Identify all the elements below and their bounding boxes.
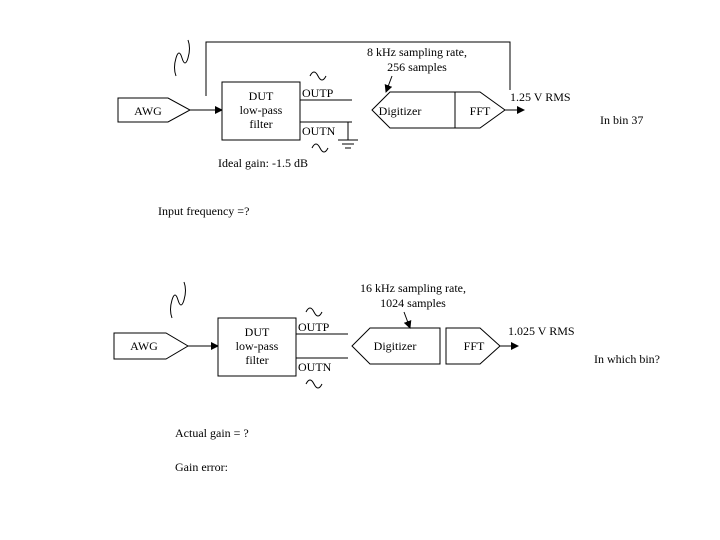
top-input-frequency: Input frequency =? xyxy=(158,204,249,218)
top-outn-label: OUTN xyxy=(302,124,336,138)
top-dut-line3: filter xyxy=(249,117,272,131)
top-awg-label: AWG xyxy=(134,104,162,118)
bottom-outn-label: OUTN xyxy=(298,360,332,374)
bottom-gain-error: Gain error: xyxy=(175,460,228,474)
bottom-fft-label: FFT xyxy=(464,339,485,353)
top-outn-sine-wave-icon xyxy=(311,143,329,153)
top-awg-block xyxy=(117,97,192,123)
top-fft-label: FFT xyxy=(470,104,491,118)
bottom-sampling-arrow-icon xyxy=(403,311,412,329)
bottom-awg-label: AWG xyxy=(130,339,158,353)
bottom-dut-line2: low-pass xyxy=(236,339,279,353)
top-rms-label: 1.25 V RMS xyxy=(510,90,571,104)
top-dut-line1: DUT xyxy=(249,89,274,103)
bottom-outp-sine-wave-icon xyxy=(305,307,323,317)
top-ideal-gain: Ideal gain: -1.5 dB xyxy=(218,156,308,170)
top-feedback-wire xyxy=(205,41,511,96)
bottom-dut-line1: DUT xyxy=(245,325,270,339)
top-diagram: AWG DUT low-pass filter OUTP OUTN Digiti… xyxy=(117,39,643,218)
bottom-diagram: AWG DUT low-pass filter OUTP OUTN Digiti… xyxy=(113,281,660,474)
bottom-source-sine-wave-icon xyxy=(170,281,186,319)
bottom-sampling-line1: 16 kHz sampling rate, xyxy=(360,281,466,295)
top-outp-label: OUTP xyxy=(302,86,334,100)
bottom-outn-sine-wave-icon xyxy=(305,379,323,389)
top-digitizer-label: Digitizer xyxy=(379,104,422,118)
bottom-sampling-line2: 1024 samples xyxy=(380,296,446,310)
bottom-fft-block xyxy=(445,327,501,365)
top-sampling-line1: 8 kHz sampling rate, xyxy=(367,45,467,59)
top-outp-sine-wave-icon xyxy=(309,71,327,81)
bottom-awg-block xyxy=(113,332,189,360)
bottom-bin-label: In which bin? xyxy=(594,352,660,366)
bottom-digitizer-label: Digitizer xyxy=(374,339,417,353)
bottom-actual-gain: Actual gain = ? xyxy=(175,426,249,440)
top-source-sine-wave-icon xyxy=(174,39,190,77)
bottom-outp-label: OUTP xyxy=(298,320,330,334)
top-bin-label: In bin 37 xyxy=(600,113,643,127)
top-sampling-line2: 256 samples xyxy=(387,60,447,74)
bottom-rms-label: 1.025 V RMS xyxy=(508,324,575,338)
top-sampling-arrow-icon xyxy=(384,75,393,93)
top-ground-icon xyxy=(338,122,358,149)
top-fft-block xyxy=(454,91,506,129)
bottom-digitizer-block xyxy=(351,327,441,365)
bottom-dut-line3: filter xyxy=(245,353,268,367)
top-dut-line2: low-pass xyxy=(240,103,283,117)
